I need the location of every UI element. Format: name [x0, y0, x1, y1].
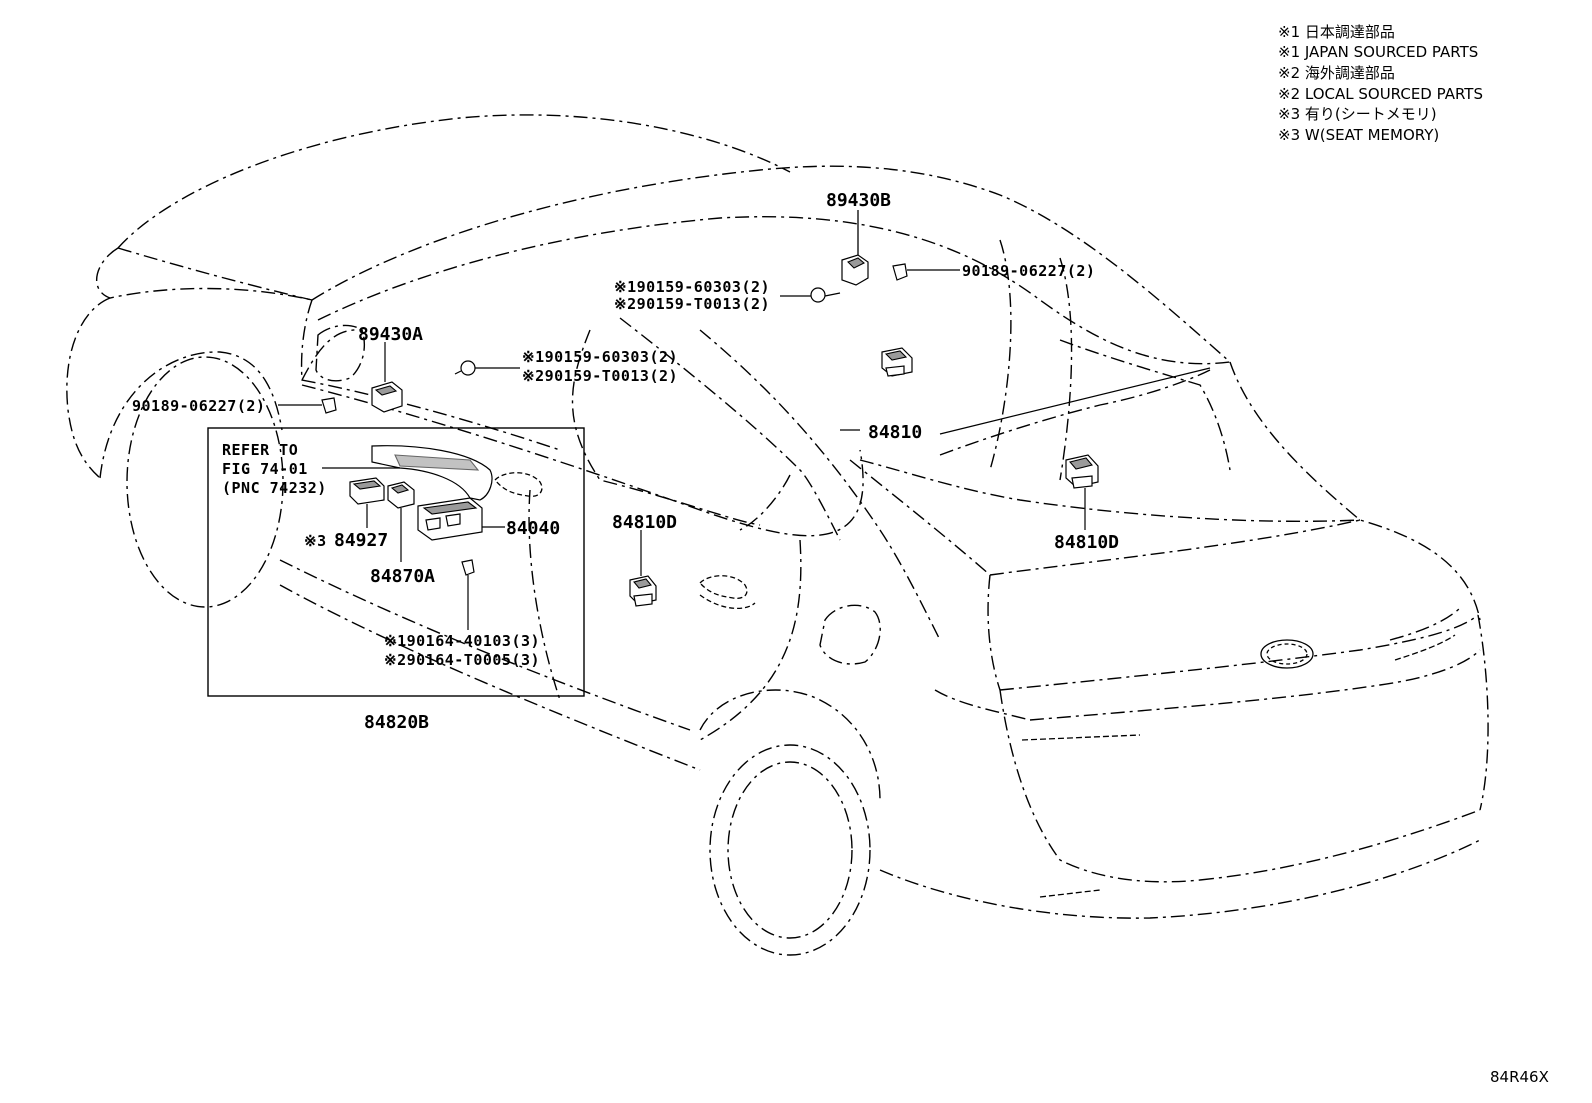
label-84810D-left: 84810D — [612, 512, 677, 533]
note-2: ※1 JAPAN SOURCED PARTS — [1278, 43, 1478, 61]
diagram-code: 84R46X — [1490, 1068, 1549, 1086]
switch-84927 — [349, 477, 385, 528]
bolt-top — [780, 287, 841, 303]
screw-90164 — [461, 559, 475, 630]
armrest-panel — [322, 445, 493, 501]
assembly-box — [207, 427, 585, 697]
label-refer-1: REFER TO — [222, 441, 298, 459]
bolt-mid — [454, 360, 520, 376]
notes-legend: ※1 日本調達部品 ※1 JAPAN SOURCED PARTS ※2 海外調達… — [1278, 23, 1483, 144]
sensor-89430B — [841, 210, 869, 286]
label-bolt-top-2: ※290159-T0013(2) — [614, 295, 770, 313]
label-89430A: 89430A — [358, 324, 423, 345]
label-bolt-mid-2: ※290159-T0013(2) — [522, 367, 678, 385]
label-84927-mark: ※3 — [304, 532, 327, 550]
label-84810: 84810 — [868, 422, 922, 443]
note-6: ※3 W(SEAT MEMORY) — [1278, 126, 1439, 144]
label-89430B: 89430B — [826, 190, 891, 211]
switch-84810 — [881, 347, 913, 377]
sensor-89430A — [371, 342, 403, 413]
clip-top — [892, 263, 960, 281]
label-84870A: 84870A — [370, 566, 435, 587]
label-bolt-top-1: ※190159-60303(2) — [614, 278, 770, 296]
switch-84810D-left — [629, 530, 657, 607]
switch-84870A — [387, 481, 415, 562]
label-84810D-right: 84810D — [1054, 532, 1119, 553]
note-3: ※2 海外調達部品 — [1278, 64, 1395, 82]
label-refer-3: (PNC 74232) — [222, 479, 327, 497]
switch-84040 — [417, 497, 505, 541]
note-5: ※3 有り(シートメモリ) — [1278, 105, 1437, 123]
clip-left — [278, 397, 337, 414]
note-1: ※1 日本調達部品 — [1278, 23, 1395, 41]
label-84040: 84040 — [506, 518, 560, 539]
label-clip-left: 90189-06227(2) — [132, 397, 265, 415]
label-screw-1: ※190164-40103(3) — [384, 632, 540, 650]
label-84820B: 84820B — [364, 712, 429, 733]
car-outline — [66, 114, 1489, 956]
note-4: ※2 LOCAL SOURCED PARTS — [1278, 85, 1483, 103]
switch-84810D-right — [1065, 454, 1099, 530]
label-bolt-mid-1: ※190159-60303(2) — [522, 348, 678, 366]
label-screw-2: ※290164-T0005(3) — [384, 651, 540, 669]
label-clip-top: 90189-06227(2) — [962, 262, 1095, 280]
label-84927: 84927 — [334, 530, 388, 551]
label-refer-2: FIG 74-01 — [222, 460, 308, 478]
